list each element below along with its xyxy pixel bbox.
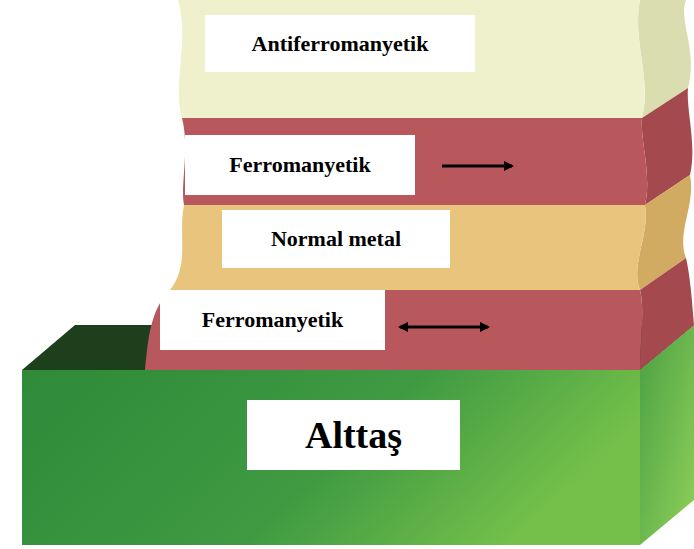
layer-label: Ferromanyetik bbox=[185, 135, 415, 195]
magnetization-double-arrow bbox=[400, 326, 488, 329]
layer-name: Alttaş bbox=[305, 413, 402, 457]
layer-name: Normal metal bbox=[271, 226, 401, 252]
layer-label: Ferromanyetik bbox=[160, 290, 385, 350]
layer-name: Ferromanyetik bbox=[202, 307, 343, 333]
layer-label: Antiferromanyetik bbox=[205, 15, 475, 72]
stack-front-faces bbox=[145, 0, 647, 370]
layer-name: Ferromanyetik bbox=[229, 152, 370, 178]
substrate-label: Alttaş bbox=[247, 400, 460, 470]
layer-name: Antiferromanyetik bbox=[252, 31, 429, 57]
magnetization-arrow bbox=[442, 165, 512, 168]
layer-label: Normal metal bbox=[222, 210, 450, 268]
